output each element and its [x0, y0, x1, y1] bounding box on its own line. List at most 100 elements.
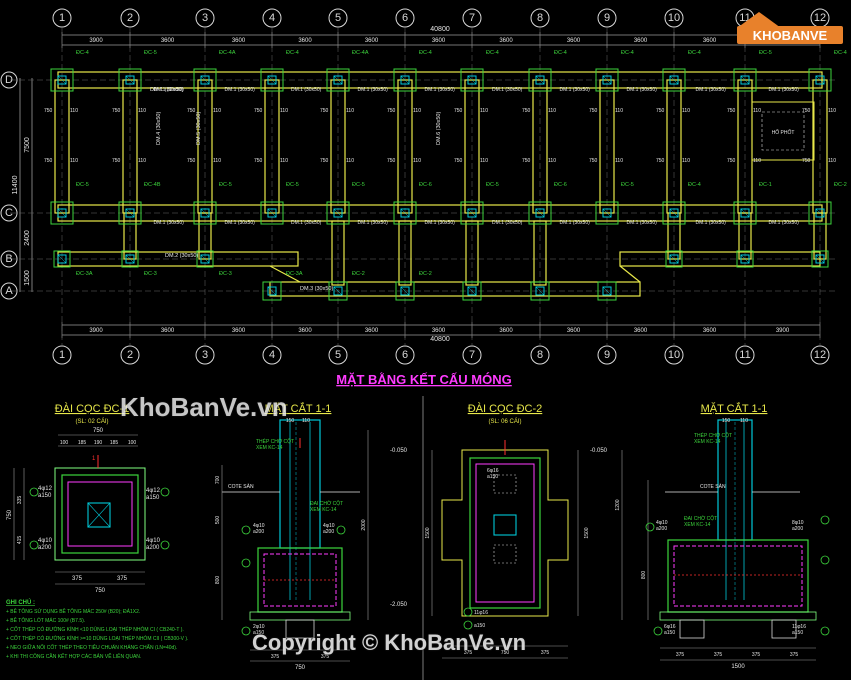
- pile-cap: [260, 68, 284, 92]
- small-dim: 750: [254, 158, 263, 164]
- section1-label-see: XEM KC-14: [256, 445, 283, 451]
- cap-label: ĐC-5: [352, 182, 365, 188]
- note-line: + BÊ TÔNG LÓT MÁC 100# (B7.5).: [6, 616, 85, 624]
- section2-pile-2: [771, 619, 797, 639]
- small-dim: 750: [589, 108, 598, 114]
- grid-bubble-col-2-top: 2: [120, 8, 140, 28]
- svg-text:11: 11: [739, 12, 750, 24]
- pile-cap: [193, 201, 217, 225]
- svg-text:12: 12: [814, 12, 826, 24]
- cap-label: ĐC-3A: [76, 271, 93, 277]
- section1-rebar-2: 4φ10: [323, 523, 335, 529]
- svg-text:6: 6: [402, 349, 408, 361]
- pile-cap: [53, 250, 71, 268]
- small-dim: 110: [828, 108, 836, 114]
- beam-label: DM.1 (30x50): [425, 87, 456, 93]
- cap-label: ĐC-4A: [219, 50, 236, 56]
- grid-bubble-row-A: A: [0, 282, 18, 300]
- small-dim: 110: [413, 108, 421, 114]
- dc1-rebar-cage: [67, 481, 133, 547]
- pile-cap: [733, 68, 757, 92]
- small-dim: 110: [346, 108, 354, 114]
- small-dim: 750: [112, 108, 121, 114]
- grid-bubble-row-D: D: [0, 71, 18, 89]
- watermark-copyright: Copyright © KhoBanVe.vn: [252, 630, 527, 655]
- side-dim-total: 11400: [12, 175, 19, 194]
- beam-label: DM.5 (30x50): [196, 112, 202, 145]
- small-dim: 110: [828, 158, 836, 164]
- pile-cap: [665, 250, 683, 268]
- pile-cap: [328, 281, 348, 301]
- note-line: + KHI THI CÔNG CẦN KẾT HỢP CÁC BẢN VẼ LI…: [6, 652, 141, 660]
- pile-cap: [808, 201, 832, 225]
- dc1-rebar-d-sp: a200: [146, 545, 160, 551]
- dc2-rebar-top-sp: a150: [487, 474, 498, 480]
- section2-dim-bot-4: 375: [790, 652, 799, 658]
- beam-label: DM.1 (30x50): [154, 220, 185, 226]
- watermark-left: KhoBanVe.vn: [120, 392, 288, 422]
- small-dim: 750: [656, 108, 665, 114]
- septic-pit-inner: [761, 111, 805, 151]
- pile-cap: [196, 250, 214, 268]
- section2-rebar-3: 11φ16: [792, 624, 806, 630]
- span-dim: 3600: [634, 38, 648, 44]
- small-dim: 750: [802, 158, 811, 164]
- dc2-dim-bot-2: 750: [501, 650, 510, 656]
- beam-label: DM.1 (30x50): [769, 87, 800, 93]
- section2-top-dim-2: 110: [740, 418, 748, 424]
- beam-label: DM.1 (30x50): [560, 87, 591, 93]
- span-dim: 3600: [567, 328, 581, 334]
- section1-lean-concrete: [249, 611, 351, 621]
- dc2-pile-1: [493, 544, 517, 564]
- cap-label: ĐC-2: [419, 271, 432, 277]
- pile-cap: [460, 201, 484, 225]
- small-dim: 750: [727, 158, 736, 164]
- pile-cap: [393, 201, 417, 225]
- brand-logo: KHOBANVE: [733, 8, 845, 46]
- small-dim: 110: [480, 158, 488, 164]
- cap-label: ĐC-4: [419, 50, 432, 56]
- grid-bubble-col-5-bottom: 5: [328, 345, 348, 365]
- section1-label-stirrup: ĐAI CHỜ CỘT: [310, 500, 343, 507]
- house-roof-icon: [737, 12, 781, 28]
- section2-dim-bot-3: 375: [752, 652, 761, 658]
- plan-top-dimensions: [62, 34, 820, 46]
- dc1-title: ĐÀI CỌC ĐC-1: [55, 402, 130, 415]
- general-notes: GHI CHÚ : + BÊ TÔNG SỬ DỤNG BÊ TÔNG MÁC …: [6, 599, 188, 660]
- beam-label: DM.1 (30x50): [225, 87, 256, 93]
- svg-text:1: 1: [59, 12, 65, 24]
- small-dim: 750: [522, 108, 531, 114]
- svg-text:B: B: [5, 253, 12, 265]
- beam-label: DM.1 (30x50): [154, 87, 185, 93]
- note-line: + NEO GIỮA NỐI CỐT THÉP THEO TIÊU CHUẨN …: [6, 643, 177, 651]
- small-dim: 750: [454, 158, 463, 164]
- cap-label: ĐC-1: [759, 182, 772, 188]
- side-dim-bc: 2400: [24, 230, 31, 246]
- svg-text:4: 4: [269, 349, 275, 361]
- section1-rebar-1-sp: a200: [253, 529, 264, 535]
- overall-dim-top: 40800: [430, 26, 450, 33]
- dc1-dim-top: 750: [93, 428, 104, 434]
- dc1-qty: (SL: 02 CÁI): [75, 418, 108, 425]
- pile-cap: [326, 201, 350, 225]
- dc2-rebar-top: 6φ16: [487, 468, 499, 474]
- section1-dim-500: 500: [215, 516, 221, 525]
- pile-cap: [460, 68, 484, 92]
- section2-dim-bot-total: 1500: [731, 664, 745, 670]
- svg-text:5: 5: [335, 349, 341, 361]
- dc2-column: [493, 514, 517, 536]
- svg-text:9: 9: [604, 12, 610, 24]
- small-dim: 110: [682, 158, 690, 164]
- section1-top-dim-2: 110: [302, 418, 310, 424]
- cap-label: ĐC-4: [486, 50, 499, 56]
- small-dim: 750: [320, 108, 329, 114]
- section1-rebar-3: 2φ10: [253, 624, 265, 630]
- beam-labels: DM.1 (30x50)DM.2 (30x50)DM.3 (30x50)DM.4…: [150, 87, 799, 292]
- cap-label: ĐC-6: [554, 182, 567, 188]
- dc1-section-mark: 1: [92, 456, 96, 462]
- beam-label: DM.4 (30x50): [156, 112, 162, 145]
- dc1-rebar-c-sp: a150: [146, 495, 160, 501]
- section1-level-top: -0.050: [390, 448, 408, 454]
